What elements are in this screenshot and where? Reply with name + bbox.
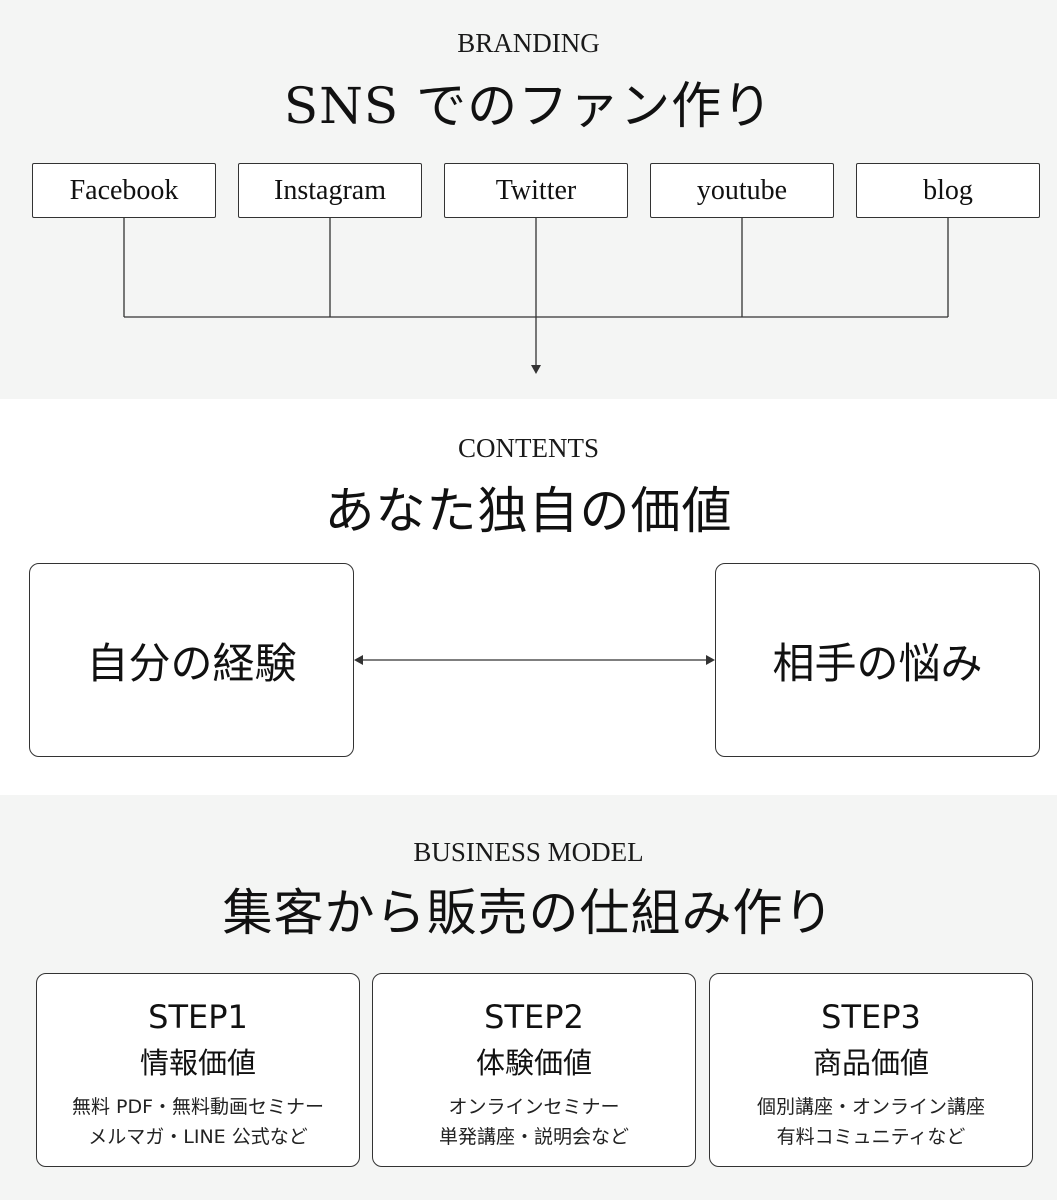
own-experience-box: 自分の経験 xyxy=(29,563,354,757)
platform-blog: blog xyxy=(856,163,1040,218)
platform-label: Facebook xyxy=(69,174,179,206)
contents-eyebrow: CONTENTS xyxy=(458,433,599,463)
platform-label: Instagram xyxy=(274,174,386,206)
step-desc-line: 単発講座・説明会など xyxy=(438,1126,629,1148)
step-subtitle: 情報価値 xyxy=(139,1046,256,1080)
step-title: STEP1 xyxy=(148,998,248,1036)
bidirectional-arrow xyxy=(354,655,715,665)
step-description: 無料 PDF・無料動画セミナー メルマガ・LINE 公式など xyxy=(37,1092,359,1152)
partner-concern-box: 相手の悩み xyxy=(715,563,1040,757)
platform-instagram: Instagram xyxy=(238,163,422,218)
platform-label: Twitter xyxy=(495,174,577,206)
step-title: STEP2 xyxy=(484,998,584,1036)
branding-title: SNS でのファン作り xyxy=(283,77,774,135)
contents-title: あなた独自の価値 xyxy=(324,482,733,540)
step-card-2: STEP2 体験価値 オンラインセミナー 単発講座・説明会など xyxy=(372,973,696,1167)
branding-eyebrow: BRANDING xyxy=(457,28,600,58)
platform-youtube: youtube xyxy=(650,163,834,218)
branding-section: BRANDING SNS でのファン作り Facebook Instagram … xyxy=(0,0,1057,399)
business-section: BUSINESS MODEL 集客から販売の仕組み作り STEP1 情報価値 無… xyxy=(0,795,1057,1200)
contents-section: CONTENTS あなた独自の価値 自分の経験 相手の悩み xyxy=(0,399,1057,795)
down-arrow-icon xyxy=(531,365,541,374)
platform-twitter: Twitter xyxy=(444,163,628,218)
step-subtitle: 商品価値 xyxy=(812,1046,929,1080)
own-experience-label: 自分の経験 xyxy=(86,638,297,688)
platform-label: youtube xyxy=(696,174,788,206)
step-subtitle: 体験価値 xyxy=(475,1046,592,1080)
step-desc-line: メルマガ・LINE 公式など xyxy=(88,1126,308,1148)
step-desc-line: 個別講座・オンライン講座 xyxy=(756,1096,985,1118)
partner-concern-label: 相手の悩み xyxy=(772,638,983,688)
step-description: オンラインセミナー 単発講座・説明会など xyxy=(373,1092,695,1152)
step-desc-line: 無料 PDF・無料動画セミナー xyxy=(71,1096,325,1118)
step-desc-line: 有料コミュニティなど xyxy=(776,1126,966,1148)
platform-label: blog xyxy=(923,174,973,206)
left-arrow-icon xyxy=(354,655,363,665)
step-title: STEP3 xyxy=(821,998,921,1036)
business-eyebrow: BUSINESS MODEL xyxy=(413,837,644,867)
branding-connector xyxy=(123,218,949,374)
platform-facebook: Facebook xyxy=(32,163,216,218)
step-card-3: STEP3 商品価値 個別講座・オンライン講座 有料コミュニティなど xyxy=(709,973,1033,1167)
step-card-1: STEP1 情報価値 無料 PDF・無料動画セミナー メルマガ・LINE 公式な… xyxy=(36,973,360,1167)
right-arrow-icon xyxy=(706,655,715,665)
step-description: 個別講座・オンライン講座 有料コミュニティなど xyxy=(710,1092,1032,1152)
step-desc-line: オンラインセミナー xyxy=(448,1096,620,1118)
business-title: 集客から販売の仕組み作り xyxy=(222,884,835,942)
